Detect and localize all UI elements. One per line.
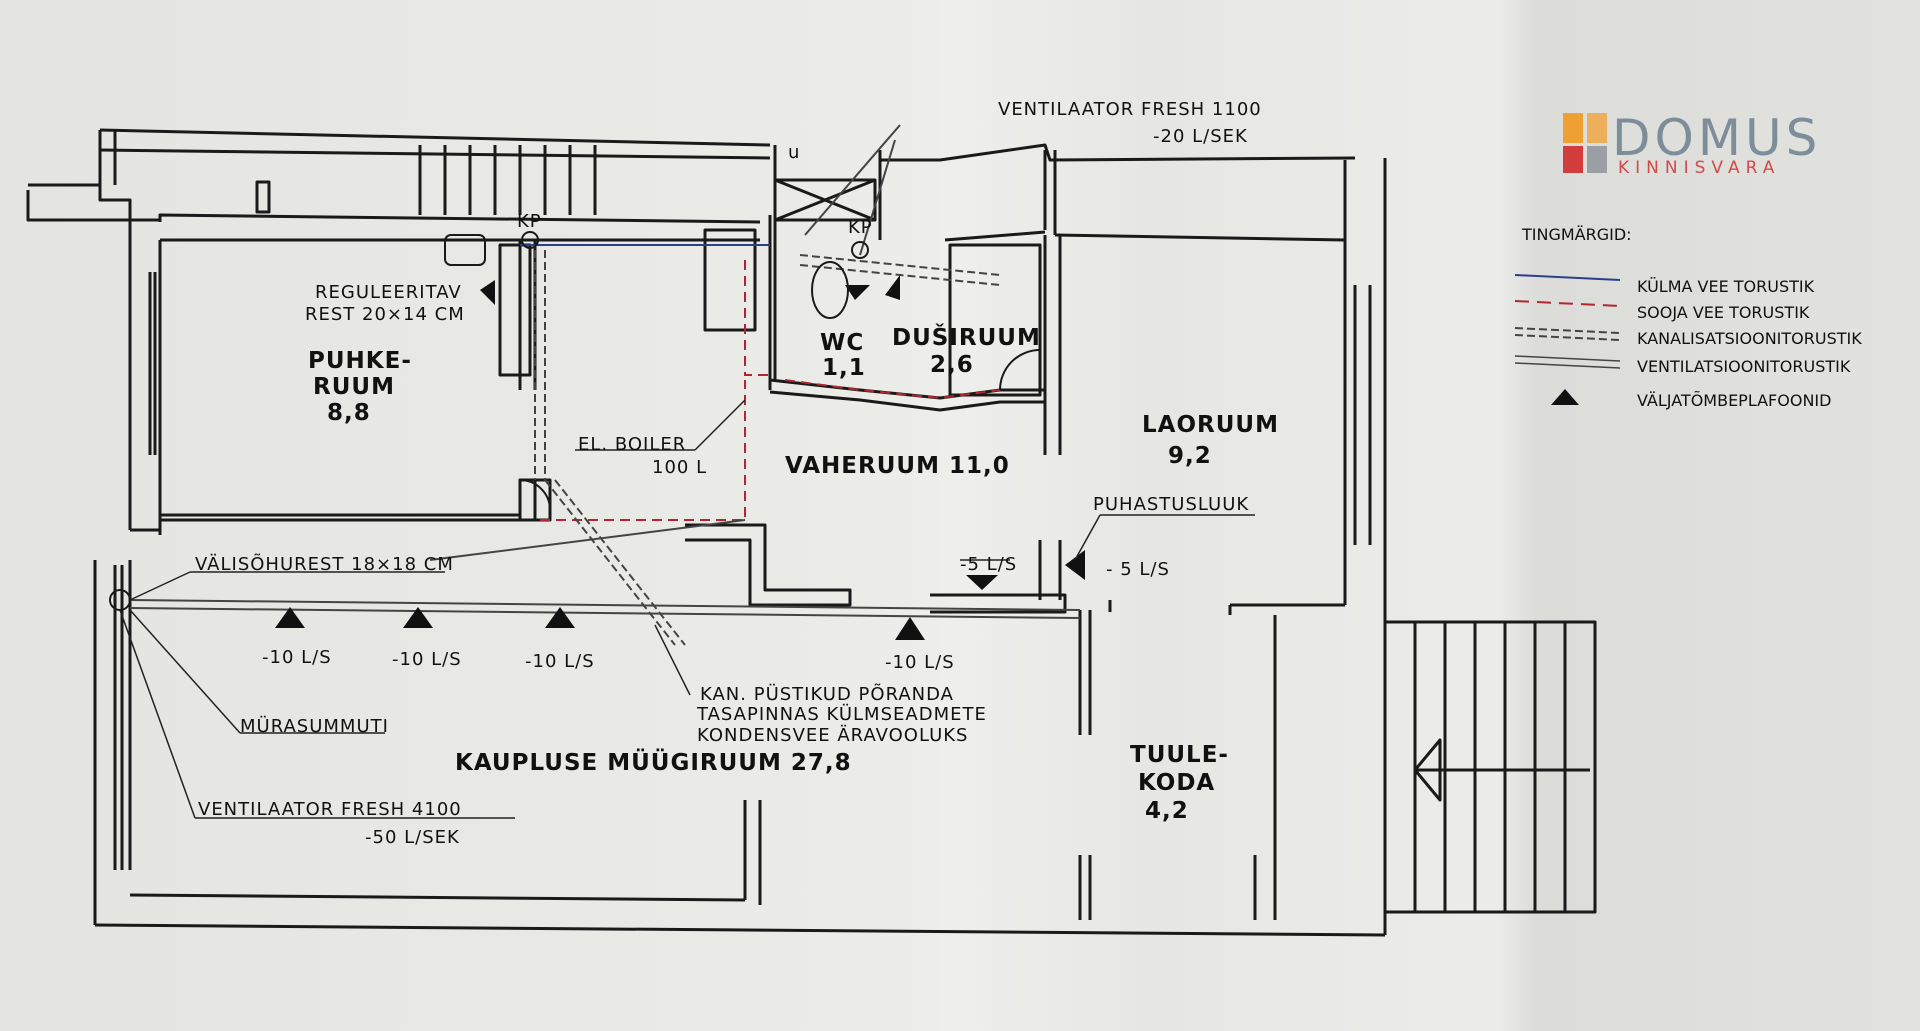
wc-name: WC (820, 330, 864, 356)
tuulekoda-name-2: KODA (1138, 770, 1215, 796)
walls (26, 128, 1597, 937)
puhkeruum-area: 8,8 (327, 400, 371, 426)
legend-title: TINGMÄRGID: (1521, 225, 1632, 244)
logo-main-text: DOMUS (1612, 109, 1821, 167)
vent-fresh-1100-label: VENTILAATOR FRESH 1100 (998, 99, 1262, 120)
dusiruum-name: DUŠIRUUM (892, 323, 1041, 351)
logo-block-grey (1587, 146, 1607, 173)
u-mark-label: u (788, 142, 800, 163)
leader-lines (119, 399, 1255, 819)
legend-line-cold (1514, 274, 1621, 281)
vent-fresh-1100-flow: -20 L/SEK (1153, 126, 1248, 147)
legend-line-hot (1514, 300, 1621, 307)
logo-sub-text: KINNISVARA (1618, 158, 1780, 178)
exhaust-triangle-8 (845, 285, 870, 300)
reguleeritav-label-2: REST 20×14 CM (305, 304, 465, 325)
flow-10-label-d: -10 L/S (885, 652, 955, 673)
kp-label-2: KP (848, 217, 873, 238)
shower-icon (999, 349, 1041, 391)
legend-item-exhaust: VÄLJATÕMBEPLAFOONID (1637, 391, 1831, 410)
legend-item-sewer: KANALISATSIOONITORUSTIK (1637, 329, 1862, 348)
vent-grille-icon (109, 589, 131, 611)
puhastusluuk-label: PUHASTUSLUUK (1093, 494, 1249, 515)
exhaust-markers (275, 275, 1085, 640)
kp-label-1: KP (517, 211, 542, 232)
reguleeritav-label-1: REGULEERITAV (315, 282, 462, 303)
toilet-icon (811, 261, 849, 319)
laoruum-area: 9,2 (1168, 443, 1212, 469)
kauplus-name: KAUPLUSE MÜÜGIRUUM 27,8 (455, 748, 852, 776)
logo-block-red (1563, 146, 1583, 173)
flow-10-label-b: -10 L/S (392, 649, 462, 670)
legend-line-sewer-2 (1514, 334, 1621, 341)
vaheruum-name: VAHERUUM 11,0 (785, 453, 1010, 479)
exhaust-triangle-3 (545, 607, 575, 628)
flow-5-label-a: -5 L/S (960, 554, 1017, 575)
tuulekoda-name-1: TUULE- (1130, 742, 1229, 768)
boiler-label-2: 100 L (652, 457, 707, 478)
exhaust-triangle-4 (895, 617, 925, 640)
legend-item-vent: VENTILATSIOONITORUSTIK (1637, 357, 1851, 376)
exhaust-triangle-6 (1065, 550, 1085, 580)
flow-10-label-c: -10 L/S (525, 651, 595, 672)
tuulekoda-area: 4,2 (1145, 798, 1189, 824)
murasummuti-label: MÜRASUMMUTI (240, 715, 389, 737)
legend-line-sewer-1 (1514, 327, 1621, 334)
legend: TINGMÄRGID: KÜLMA VEE TORUSTIK SOOJA VEE… (1514, 225, 1862, 410)
flow-5-label-b: - 5 L/S (1106, 559, 1170, 580)
wc-area: 1,1 (822, 355, 866, 381)
legend-line-vent-1 (1514, 355, 1621, 362)
vent-fresh-4100-label: VENTILAATOR FRESH 4100 (198, 799, 462, 820)
laoruum-name: LAORUUM (1142, 412, 1279, 438)
logo-block-orange (1563, 113, 1583, 143)
exhaust-triangle-5 (966, 575, 998, 590)
flow-10-label-a: -10 L/S (262, 647, 332, 668)
vent-fresh-4100-flow: -50 L/SEK (365, 827, 460, 848)
kp-valve-icon-1 (521, 231, 539, 249)
kan-label-3: KONDENSVEE ÄRAVOOLUKS (697, 725, 968, 746)
boiler-label-1: EL. BOILER (578, 434, 686, 455)
valisohurest-label: VÄLISÕHUREST 18×18 CM (195, 553, 454, 575)
exhaust-triangle-9 (885, 275, 900, 300)
kan-label-1: KAN. PÜSTIKUD PÕRANDA (700, 683, 954, 705)
sink-icon (444, 234, 486, 266)
kp-valve-icon-2 (851, 241, 869, 259)
exhaust-triangle-1 (275, 607, 305, 628)
exhaust-triangle-7 (480, 280, 495, 305)
boiler-icon (519, 479, 551, 511)
puhkeruum-name-2: RUUM (313, 374, 395, 400)
domus-logo: DOMUS KINNISVARA (1563, 109, 1821, 178)
legend-item-hot: SOOJA VEE TORUSTIK (1637, 303, 1810, 322)
legend-triangle-icon (1551, 389, 1579, 405)
exhaust-triangle-2 (403, 607, 433, 628)
kan-label-2: TASAPINNAS KÜLMSEADMETE (696, 703, 987, 725)
puhkeruum-name-1: PUHKE- (308, 348, 412, 374)
legend-item-cold: KÜLMA VEE TORUSTIK (1637, 277, 1815, 296)
dusiruum-area: 2,6 (930, 352, 974, 378)
legend-line-vent-2 (1514, 362, 1621, 369)
logo-block-orange-2 (1587, 113, 1607, 143)
